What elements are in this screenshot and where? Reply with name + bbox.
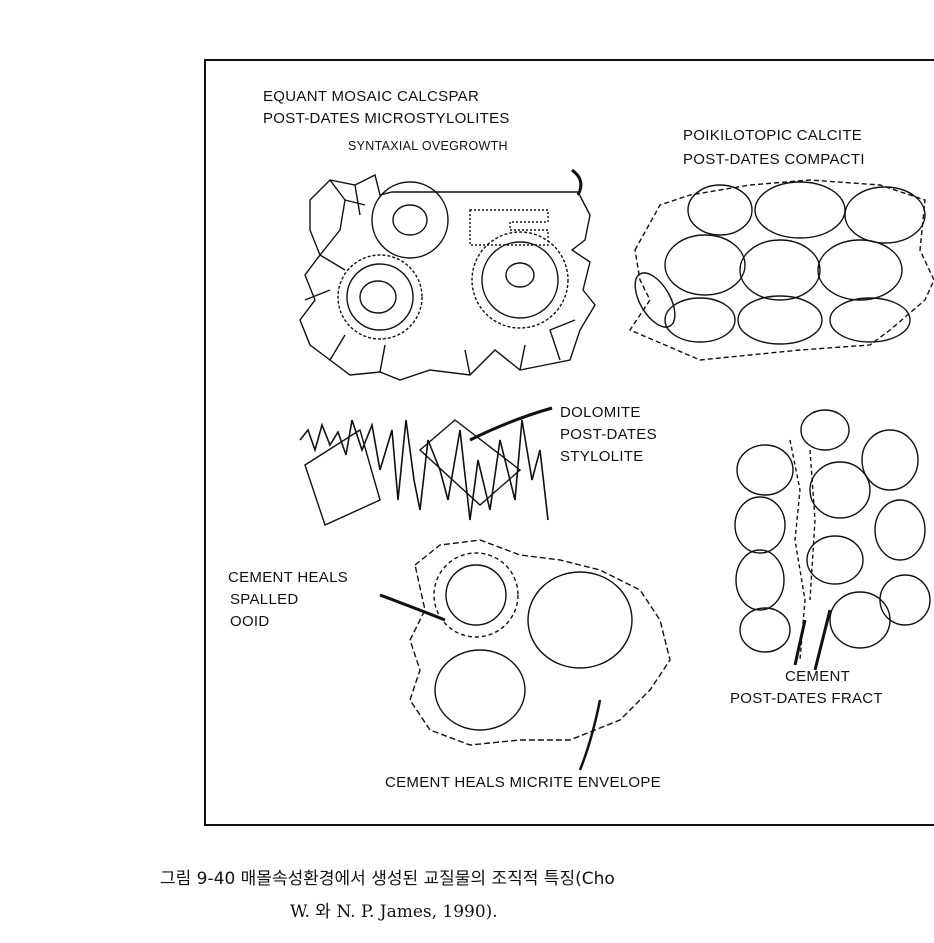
figure-frame: [204, 59, 934, 826]
figure-caption-line1: 그림 9-40 매몰속성환경에서 생성된 교질물의 조직적 특징(Cho: [160, 869, 615, 889]
label-equant-mosaic: EQUANT MOSAIC CALCSPAR: [263, 88, 480, 105]
label-stylolite: STYLOLITE: [560, 448, 644, 465]
cement-heals-sketch: [379, 539, 671, 771]
label-micrite-envelope: CEMENT HEALS MICRITE ENVELOPE: [385, 774, 661, 791]
label-spalled: SPALLED: [230, 591, 299, 608]
equant-mosaic-sketch: [299, 168, 596, 381]
label-poikilotopic: POIKILOTOPIC CALCITE: [683, 127, 863, 144]
label-syntaxial: SYNTAXIAL OVEGROWTH: [348, 139, 508, 153]
label-ooid: OOID: [230, 613, 270, 630]
label-dolomite: DOLOMITE: [560, 404, 641, 421]
label-cement-heals: CEMENT HEALS: [228, 569, 349, 586]
label-cement: CEMENT: [785, 668, 851, 685]
label-equant-postdates: POST-DATES MICROSTYLOLITES: [263, 110, 510, 127]
dolomite-stylolite-sketch: [299, 406, 553, 526]
poikilotopic-sketch: [628, 179, 934, 361]
label-poikilotopic-postdates: POST-DATES COMPACTI: [683, 151, 865, 168]
fracture-cement-sketch: [734, 409, 931, 671]
label-dolomite-postdates: POST-DATES: [560, 426, 657, 443]
figure-caption-line2: W. 와 N. P. James, 1990).: [290, 902, 498, 922]
label-cement-postdates-fract: POST-DATES FRACT: [730, 690, 883, 707]
